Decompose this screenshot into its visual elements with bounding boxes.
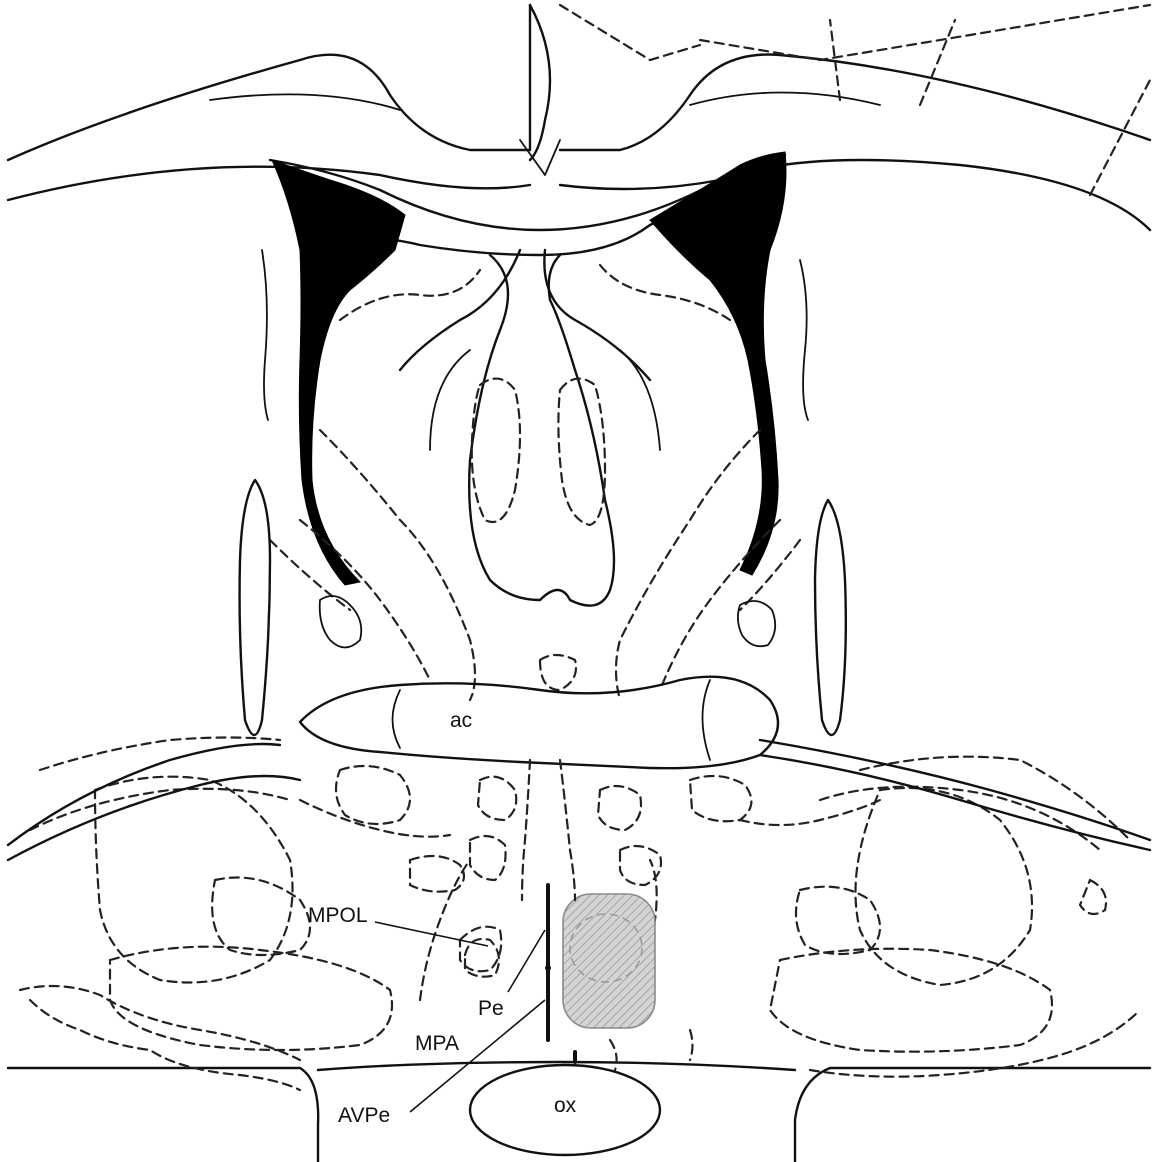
label-mpa: MPA [415, 1032, 459, 1055]
pe-leader [508, 930, 545, 992]
right-lateral-structures [598, 260, 1140, 1077]
left-ventricle [272, 160, 405, 585]
mpol-leader [375, 922, 488, 946]
label-leaders [375, 922, 545, 1112]
anterior-commissure [300, 677, 778, 769]
midline-structures [520, 5, 1150, 195]
label-avpe: AVPe [338, 1104, 390, 1127]
label-ox: ox [554, 1094, 577, 1117]
commissure-arms [8, 740, 1150, 860]
label-ac: ac [450, 709, 472, 732]
left-lateral-structures [20, 250, 516, 1090]
lateral-ventricles [272, 152, 786, 585]
label-mpol: MPOL [308, 904, 368, 927]
highlighted-region [563, 894, 655, 1028]
septal-region [270, 250, 800, 700]
label-pe: Pe [478, 997, 504, 1020]
right-ventricle [650, 152, 786, 575]
